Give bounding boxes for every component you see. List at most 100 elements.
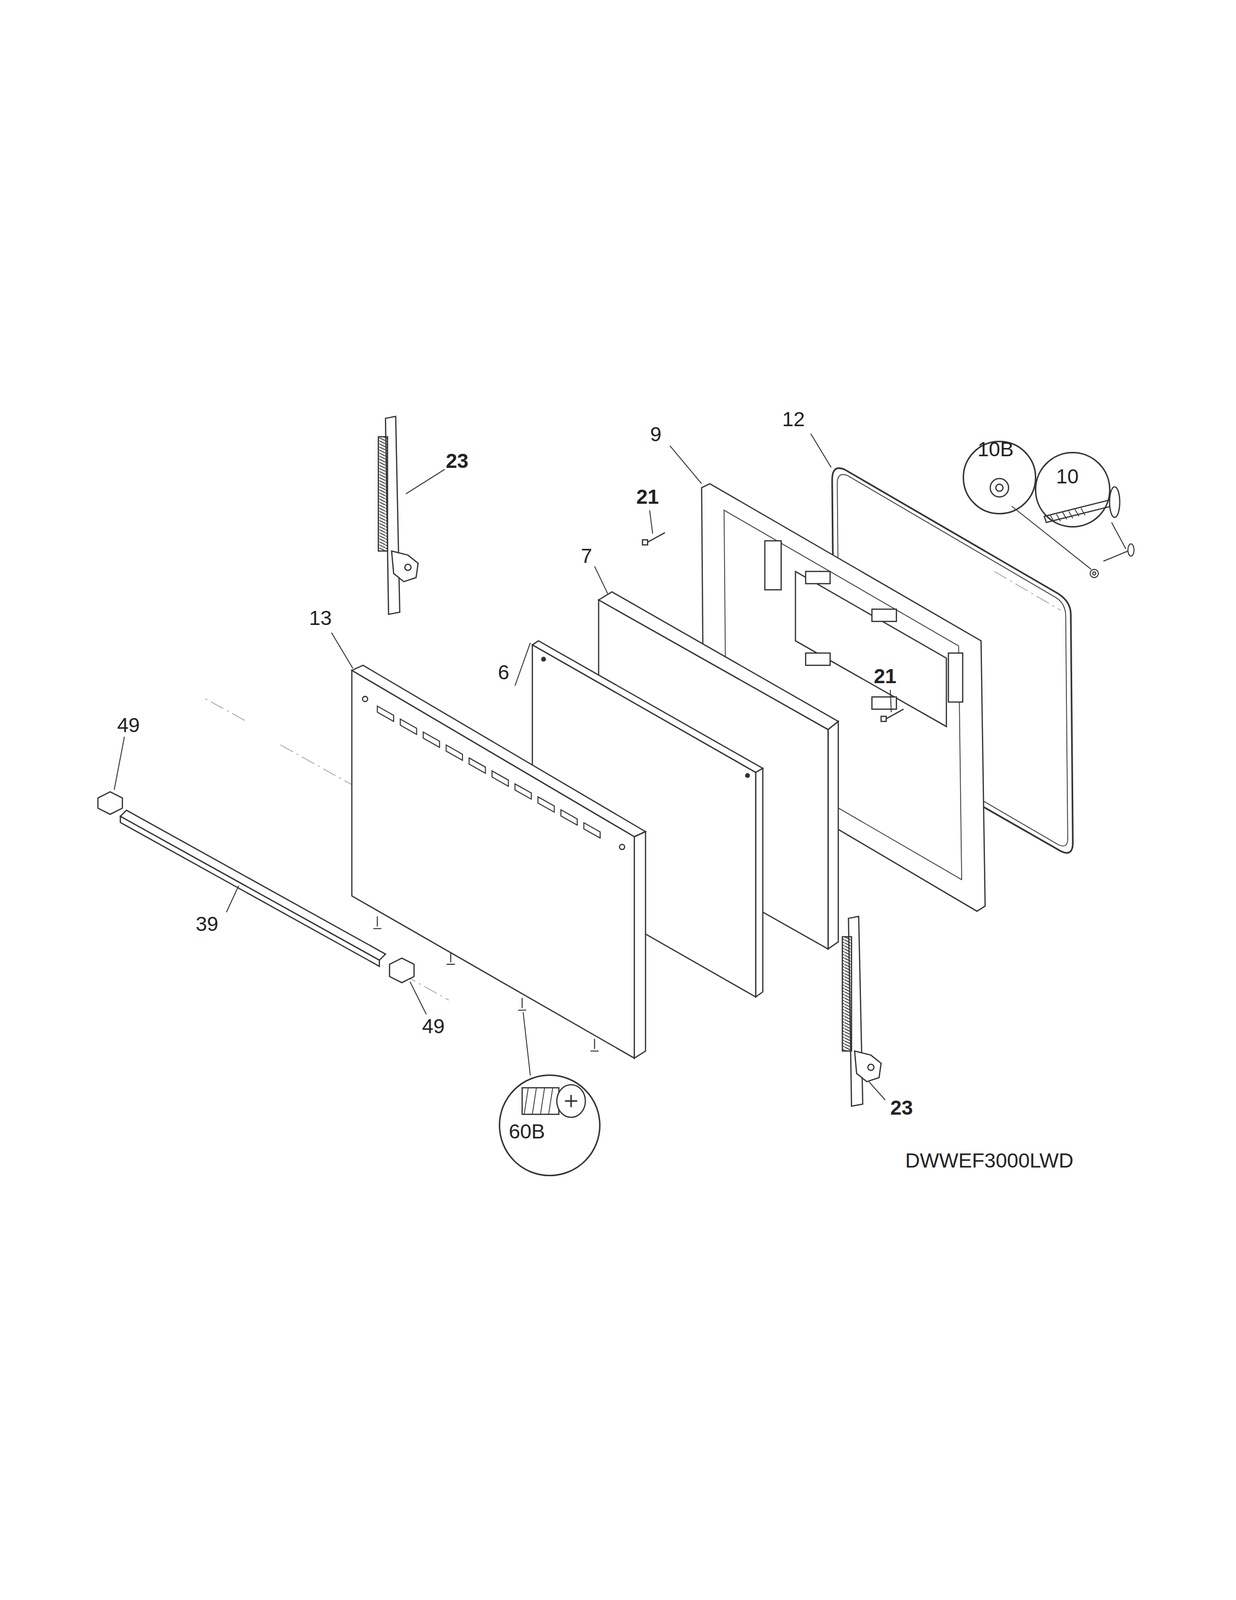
washer-detail (990, 478, 1009, 497)
end-cap (389, 957, 414, 983)
callout-number: 49 (117, 714, 141, 736)
screw-detail (556, 1084, 586, 1117)
outer-door-panel (400, 718, 417, 735)
bolt-detail (1050, 507, 1086, 523)
inner-door-liner (948, 652, 963, 702)
outer-door-panel (538, 796, 555, 812)
bolt-detail (1044, 486, 1120, 523)
callout-number: 21 (636, 486, 660, 508)
hinge (867, 1063, 874, 1071)
leader-line (226, 885, 239, 913)
callout-number: 39 (195, 913, 219, 935)
detail-circle: 60B (498, 1074, 601, 1176)
outer-door-panel (560, 809, 578, 825)
hinge (842, 936, 852, 1051)
detail-circle: 10 (1034, 451, 1111, 528)
model-number: DWWEF3000LWD (905, 1150, 1074, 1171)
screw-detail (523, 1087, 553, 1114)
door-clip (642, 539, 648, 545)
callout-number: 10B (977, 439, 1015, 460)
door-glass (541, 657, 546, 662)
inner-door-liner (805, 652, 830, 666)
leader-line (1011, 506, 1092, 570)
hinge (842, 916, 882, 1106)
screw-detail (522, 1084, 586, 1117)
washer-detail (990, 478, 1009, 497)
leader-line (810, 433, 832, 467)
callout-number: 60B (508, 1121, 546, 1142)
screw (590, 1038, 599, 1051)
callout-number: 9 (649, 424, 662, 445)
callout-number: 23 (445, 450, 469, 472)
bolt (1127, 543, 1135, 556)
door-trim (120, 809, 386, 967)
callout-number: 7 (580, 545, 592, 567)
leader-line (649, 509, 653, 534)
door-insulation (827, 721, 839, 949)
hinge (854, 1050, 882, 1082)
callout-number: 21 (873, 665, 897, 687)
leader-line (331, 632, 353, 669)
callout-number: 6 (497, 662, 509, 683)
end-cap (97, 791, 414, 983)
leader-line (890, 689, 892, 713)
door-clip (881, 715, 887, 722)
callout-number: 49 (422, 1015, 445, 1037)
center-line (204, 697, 245, 721)
callout-number: 12 (782, 409, 806, 430)
leader-line (405, 469, 445, 494)
door-glass (755, 768, 763, 997)
inner-door-liner (764, 540, 782, 590)
leader-line (669, 445, 702, 484)
inner-door-liner (805, 571, 830, 584)
outer-door-panel (491, 770, 509, 787)
inner-door-liner (871, 696, 897, 709)
outer-door-panel (377, 705, 394, 722)
hinge (391, 550, 419, 582)
bolt-detail (1109, 486, 1120, 518)
bolt-detail (1044, 499, 1112, 523)
leader-line (522, 1012, 531, 1076)
leader-line (515, 642, 531, 686)
outer-door-panel (619, 844, 625, 850)
hinge (378, 416, 419, 615)
outer-door-panel (351, 670, 635, 1059)
outer-door-panel (469, 757, 486, 774)
end-cap (97, 791, 123, 814)
outer-door-panel (351, 665, 646, 1058)
outer-door-panel (423, 731, 440, 748)
screw (518, 997, 527, 1010)
inner-door-liner (871, 608, 897, 621)
hinge (378, 436, 388, 552)
screw (446, 951, 456, 965)
callout-number: 23 (890, 1097, 914, 1118)
door-trim (120, 809, 386, 960)
outer-door-panel (584, 822, 601, 839)
detail-circle: 10B (962, 440, 1037, 515)
inner-door-liner (795, 571, 947, 727)
screw-detail (522, 1087, 559, 1114)
leader-line (869, 1081, 886, 1100)
washer-detail (996, 484, 1004, 492)
hinge (404, 564, 412, 571)
door-trim (120, 816, 380, 967)
leader-line (1111, 522, 1126, 550)
door-glass (745, 773, 750, 778)
center-line (994, 571, 1061, 611)
center-line (280, 744, 352, 785)
callout-number: 10 (1056, 466, 1079, 487)
bolt (1092, 571, 1096, 575)
screw (373, 916, 599, 1051)
callout-number: 13 (309, 607, 333, 629)
leader-line (594, 566, 608, 594)
leader-line (114, 433, 1126, 1100)
outer-door-panel (445, 744, 463, 761)
outer-door-panel (634, 831, 646, 1058)
outer-door-panel (515, 783, 532, 800)
bolt (1090, 543, 1134, 578)
outer-door-panel (362, 696, 368, 702)
leader-line (114, 736, 125, 790)
leader-line (410, 981, 427, 1015)
screw-detail (565, 1094, 578, 1107)
